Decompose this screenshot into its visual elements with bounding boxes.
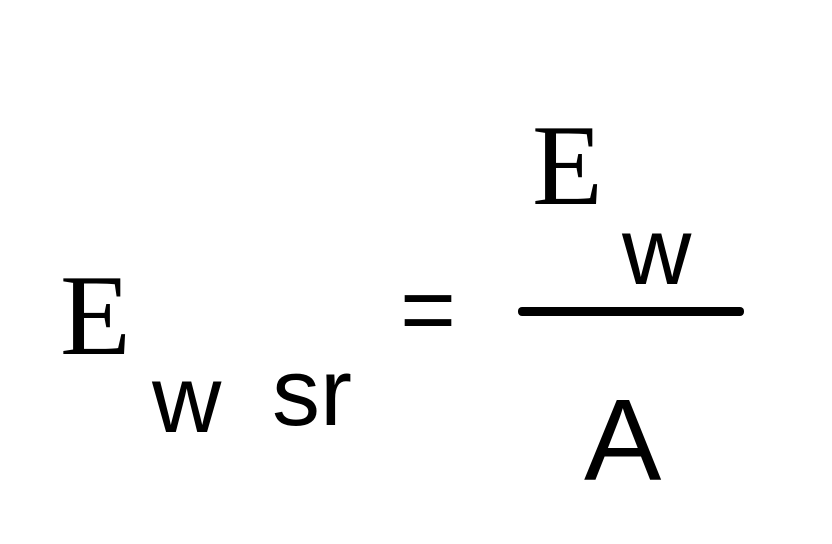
lhs-subscript-sr: sr bbox=[272, 339, 352, 446]
lhs-subscript-w: w bbox=[152, 346, 222, 453]
numerator-symbol: E bbox=[532, 102, 603, 230]
fraction-bar bbox=[518, 307, 744, 316]
equals-sign: = bbox=[400, 256, 457, 363]
lhs-symbol: E bbox=[60, 252, 131, 380]
denominator-symbol: A bbox=[584, 375, 662, 505]
numerator-subscript-w: w bbox=[622, 198, 692, 305]
